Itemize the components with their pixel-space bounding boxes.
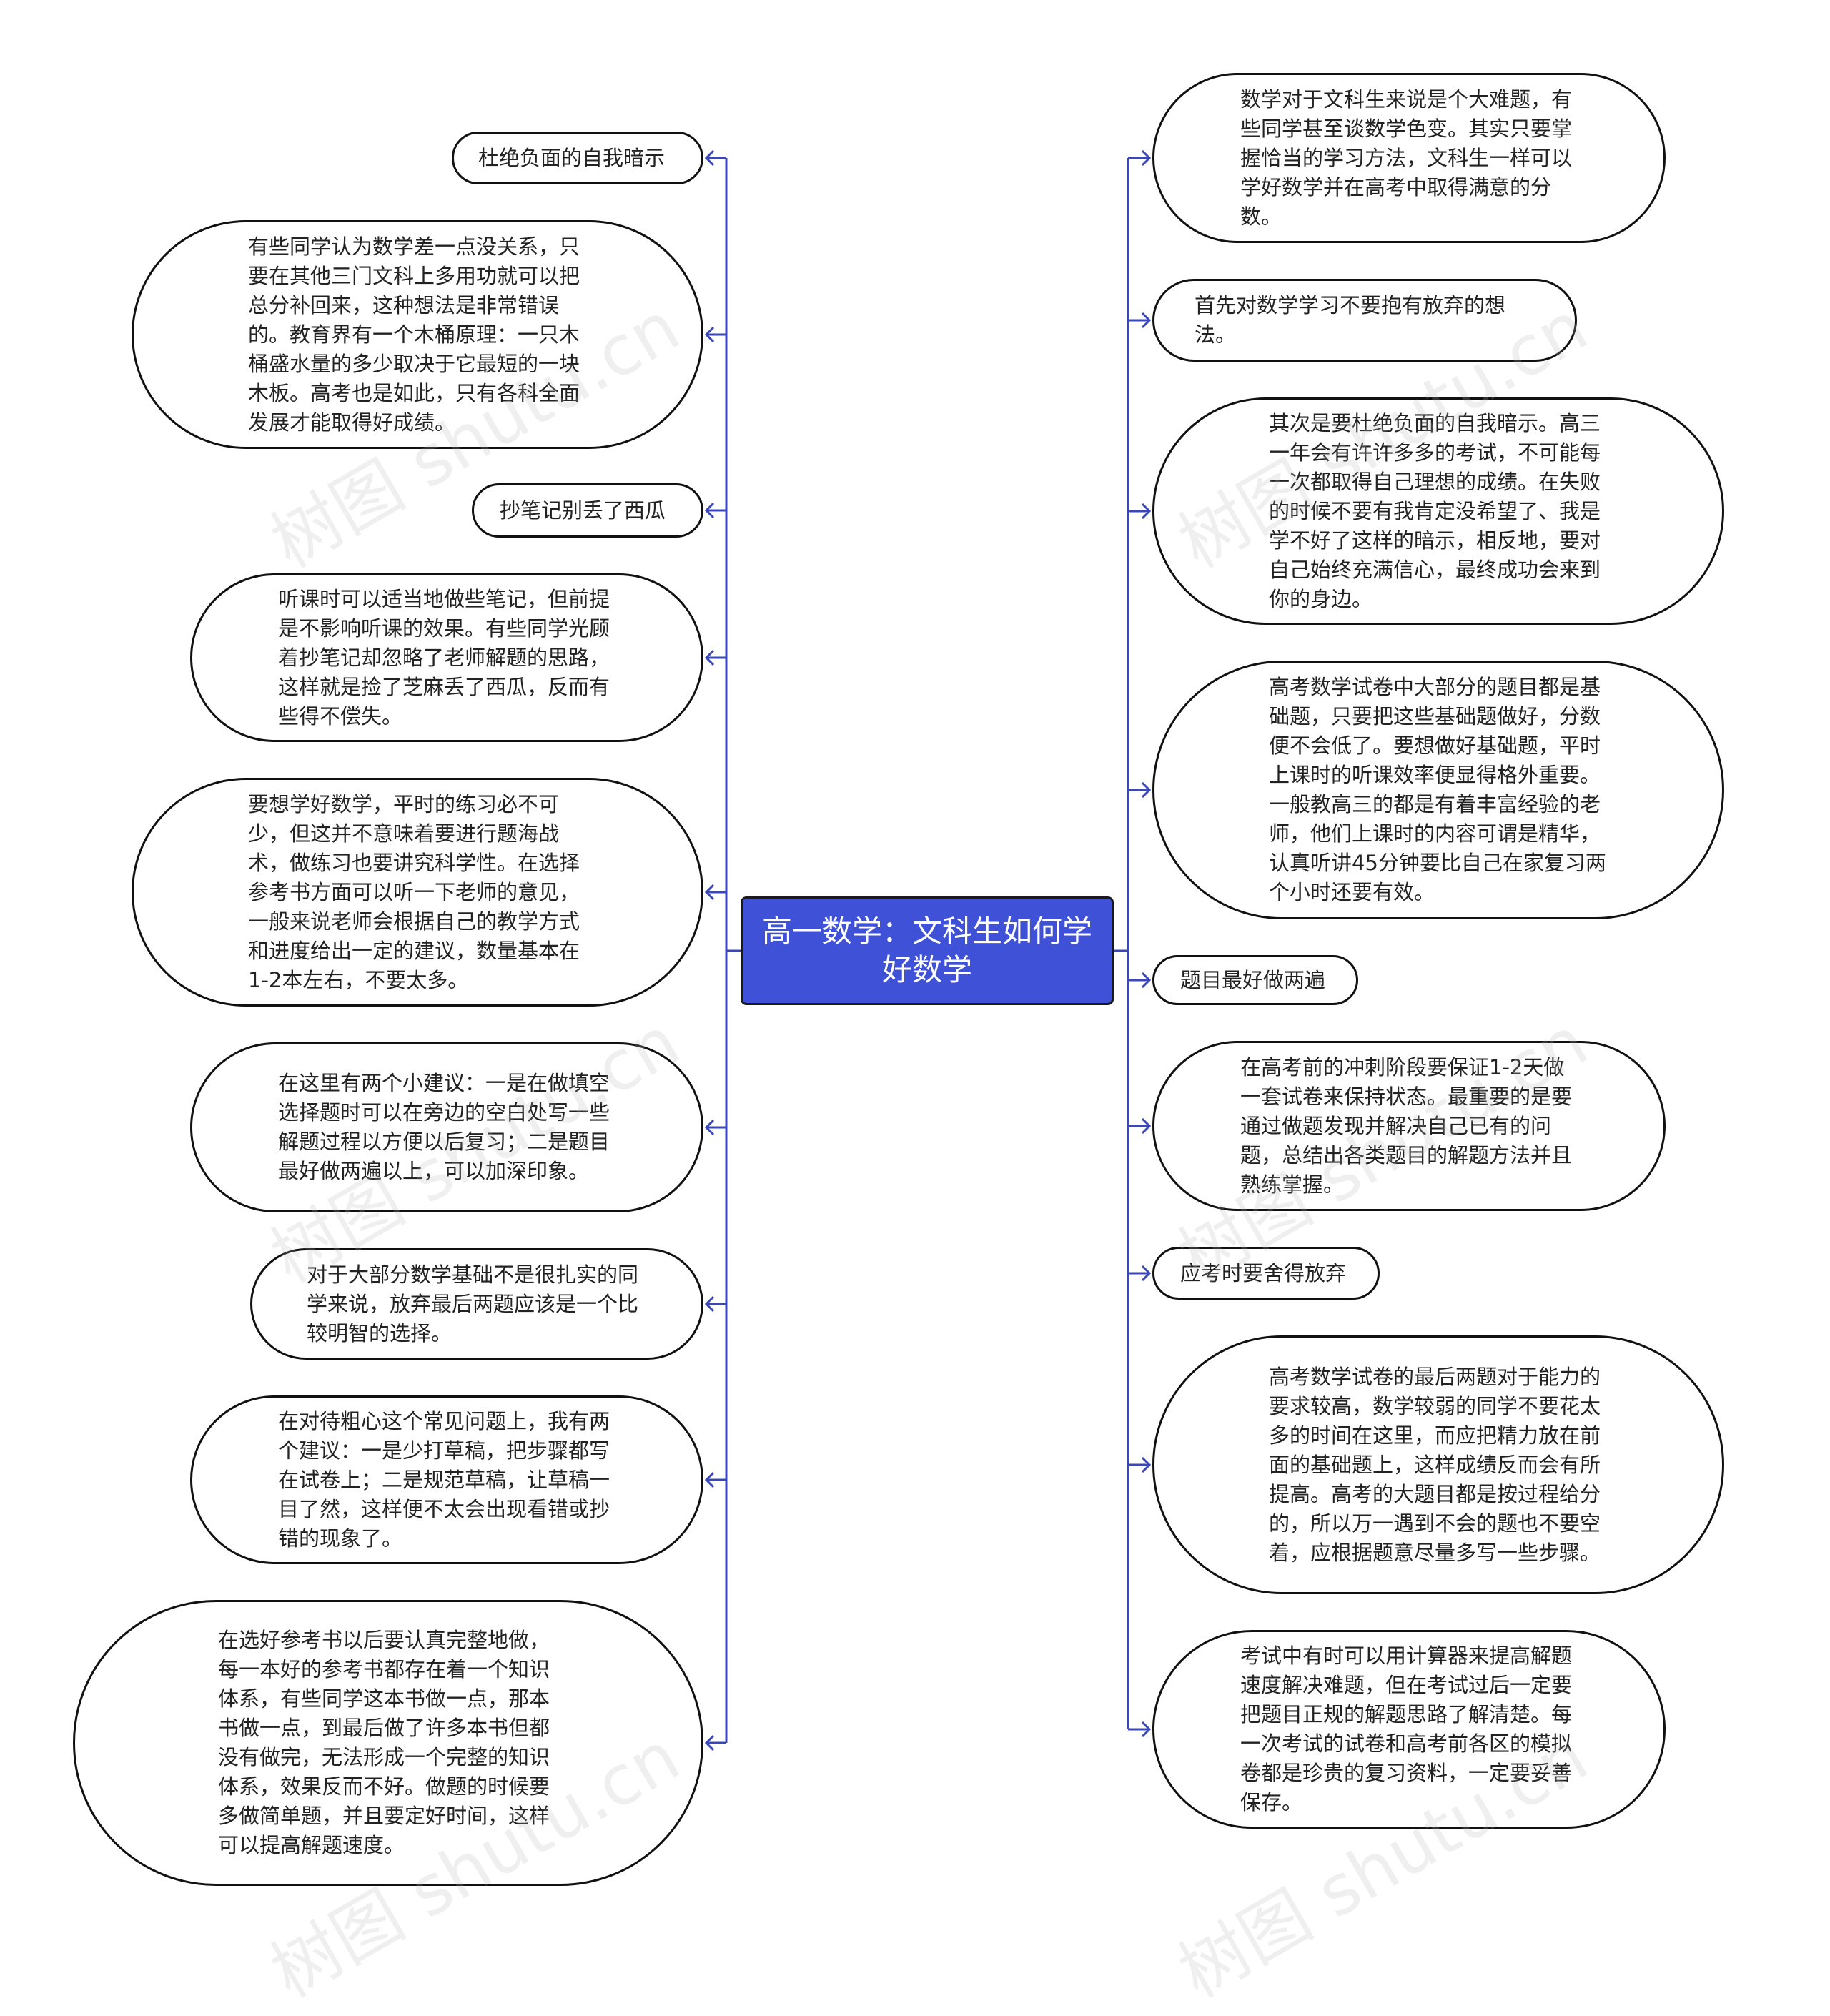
mind-map-canvas: 高一数学：文科生如何学好数学 杜绝负面的自我暗示 有些同学认为数学差一点没关系，… [73, 73, 1724, 2013]
topic-node-left[interactable]: 有些同学认为数学差一点没关系，只要在其他三门文科上多用功就可以把总分补回来，这种… [132, 220, 703, 449]
arrow-icon [704, 149, 715, 167]
arrow-icon [704, 649, 715, 666]
arrow-icon [1141, 1265, 1152, 1282]
topic-text: 在选好参考书以后要认真完整地做，每一本好的参考书都存在着一个知识体系，有些同学这… [218, 1628, 550, 1857]
root-topic-label: 高一数学：文科生如何学好数学 [761, 914, 1092, 987]
arrow-icon [1141, 503, 1152, 520]
topic-node-left[interactable]: 抄笔记别丢了西瓜 [472, 483, 703, 538]
connector-lines [704, 149, 1152, 1751]
topic-node-left[interactable]: 在选好参考书以后要认真完整地做，每一本好的参考书都存在着一个知识体系，有些同学这… [73, 1600, 703, 1886]
topic-text: 听课时可以适当地做些笔记，但前提是不影响听课的效果。有些同学光顾着抄笔记却忽略了… [278, 586, 610, 728]
topic-text: 数学对于文科生来说是个大难题，有些同学甚至谈数学色变。其实只要掌握恰当的学习方法… [1240, 87, 1573, 229]
arrow-icon [1141, 149, 1152, 167]
topic-node-left[interactable]: 要想学好数学，平时的练习必不可少，但这并不意味着要进行题海战术，做练习也要讲究科… [132, 778, 703, 1007]
arrow-icon [1141, 781, 1152, 799]
topic-text: 在这里有两个小建议：一是在做填空选择题时可以在旁边的空白处写一些解题过程以方便以… [278, 1071, 610, 1183]
topic-node-right[interactable]: 题目最好做两遍 [1152, 955, 1358, 1005]
topic-text: 其次是要杜绝负面的自我暗示。高三一年会有许许多多的考试，不可能每一次都取得自己理… [1269, 410, 1601, 611]
arrow-icon [704, 1734, 715, 1751]
topic-text: 高考数学试卷中大部分的题目都是基础题，只要把这些基础题做好，分数便不会低了。要想… [1269, 675, 1606, 904]
arrow-icon [1141, 972, 1152, 989]
arrow-icon [1141, 1721, 1152, 1738]
topic-node-right[interactable]: 首先对数学学习不要抱有放弃的想法。 [1152, 279, 1577, 362]
topic-text: 高考数学试卷的最后两题对于能力的要求较高，数学较弱的同学不要花太多的时间在这里，… [1269, 1364, 1601, 1565]
arrow-icon [704, 884, 715, 901]
topic-node-left[interactable]: 在对待粗心这个常见问题上，我有两个建议：一是少打草稿，把步骤都写在试卷上；二是规… [190, 1395, 703, 1564]
arrow-icon [704, 1471, 715, 1488]
topic-text: 应考时要舍得放弃 [1180, 1260, 1347, 1285]
topic-text: 首先对数学学习不要抱有放弃的想法。 [1195, 293, 1506, 347]
topic-node-right[interactable]: 高考数学试卷的最后两题对于能力的要求较高，数学较弱的同学不要花太多的时间在这里，… [1152, 1335, 1724, 1594]
topic-node-left[interactable]: 听课时可以适当地做些笔记，但前提是不影响听课的效果。有些同学光顾着抄笔记却忽略了… [190, 573, 703, 742]
topic-node-right[interactable]: 在高考前的冲刺阶段要保证1-2天做一套试卷来保持状态。最重要的是要通过做题发现并… [1152, 1041, 1666, 1211]
topic-text: 有些同学认为数学差一点没关系，只要在其他三门文科上多用功就可以把总分补回来，这种… [248, 234, 580, 435]
arrow-icon [1141, 1456, 1152, 1473]
arrow-icon [704, 326, 715, 343]
topic-text: 对于大部分数学基础不是很扎实的同学来说，放弃最后两题应该是一个比较明智的选择。 [307, 1262, 639, 1345]
arrow-icon [704, 502, 715, 519]
root-topic[interactable]: 高一数学：文科生如何学好数学 [741, 896, 1114, 1005]
topic-text: 抄笔记别丢了西瓜 [500, 498, 666, 523]
topic-node-right[interactable]: 应考时要舍得放弃 [1152, 1247, 1380, 1300]
topic-node-left[interactable]: 对于大部分数学基础不是很扎实的同学来说，放弃最后两题应该是一个比较明智的选择。 [250, 1248, 703, 1360]
topic-text: 题目最好做两遍 [1180, 967, 1326, 992]
topic-text: 要想学好数学，平时的练习必不可少，但这并不意味着要进行题海战术，做练习也要讲究科… [248, 791, 580, 992]
topic-node-right[interactable]: 其次是要杜绝负面的自我暗示。高三一年会有许许多多的考试，不可能每一次都取得自己理… [1152, 397, 1724, 625]
topic-text: 在对待粗心这个常见问题上，我有两个建议：一是少打草稿，把步骤都写在试卷上；二是规… [278, 1408, 610, 1551]
topic-text: 考试中有时可以用计算器来提高解题速度解决难题，但在考试过后一定要把题目正规的解题… [1240, 1644, 1573, 1814]
topic-node-left[interactable]: 在这里有两个小建议：一是在做填空选择题时可以在旁边的空白处写一些解题过程以方便以… [190, 1042, 703, 1212]
topic-node-right[interactable]: 考试中有时可以用计算器来提高解题速度解决难题，但在考试过后一定要把题目正规的解题… [1152, 1630, 1666, 1829]
topic-node-right[interactable]: 数学对于文科生来说是个大难题，有些同学甚至谈数学色变。其实只要掌握恰当的学习方法… [1152, 73, 1666, 243]
topic-text: 在高考前的冲刺阶段要保证1-2天做一套试卷来保持状态。最重要的是要通过做题发现并… [1240, 1054, 1573, 1197]
topic-node-right[interactable]: 高考数学试卷中大部分的题目都是基础题，只要把这些基础题做好，分数便不会低了。要想… [1152, 661, 1724, 919]
arrow-icon [704, 1295, 715, 1313]
topic-node-left[interactable]: 杜绝负面的自我暗示 [452, 132, 703, 184]
arrow-icon [704, 1119, 715, 1136]
arrow-icon [1141, 1117, 1152, 1135]
arrow-icon [1141, 312, 1152, 329]
topic-text: 杜绝负面的自我暗示 [478, 145, 666, 170]
